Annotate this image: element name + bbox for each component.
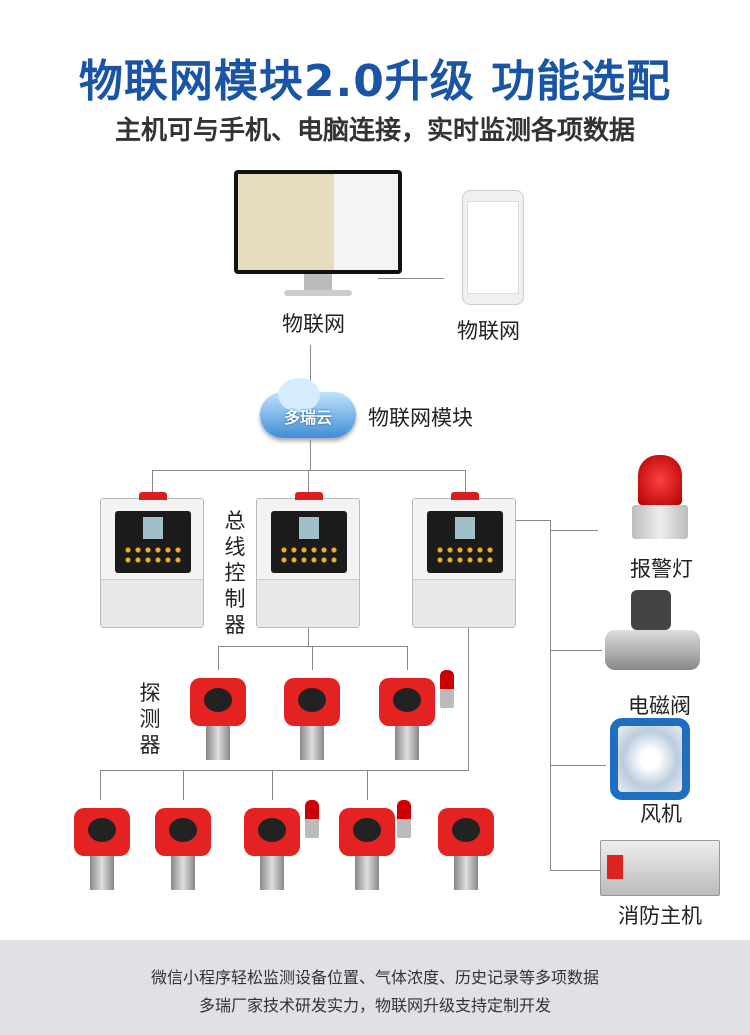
iot-module-label: 物联网模块 (368, 406, 473, 430)
detector-alarm-light-icon (440, 670, 454, 708)
phone-label: 物联网 (457, 319, 520, 343)
bus-controller (256, 492, 360, 628)
output-label: 电磁阀 (628, 694, 691, 718)
footer-line-2: 多瑞厂家技术研发实力，物联网升级支持定制开发 (198, 996, 551, 1015)
computer-label: 物联网 (282, 312, 345, 336)
gas-detector (375, 670, 439, 762)
detector-label: 探测器 (139, 681, 161, 757)
bus-controller (100, 492, 204, 628)
page-subtitle: 主机可与手机、电脑连接，实时监测各项数据 (114, 116, 635, 146)
computer-monitor (234, 170, 402, 300)
output-label: 报警灯 (630, 557, 693, 581)
cloud-logo-text: 多瑞云 (283, 408, 332, 427)
fan-icon (610, 718, 690, 800)
detector-alarm-light-icon (305, 800, 319, 838)
alarm-light-icon (632, 455, 688, 540)
gas-detector (280, 670, 344, 762)
cloud-icon: 多瑞云 (260, 378, 356, 438)
gas-detector (70, 800, 134, 892)
detector-alarm-light-icon (397, 800, 411, 838)
output-label: 消防主机 (618, 904, 702, 928)
bus-controller-label: 总线控制器 (224, 509, 246, 637)
gas-detector (240, 800, 304, 892)
page-title: 物联网模块2.0升级 功能选配 (78, 56, 672, 107)
gas-detector (186, 670, 250, 762)
output-label: 风机 (640, 802, 682, 826)
bus-controller (412, 492, 516, 628)
footer-banner: 微信小程序轻松监测设备位置、气体浓度、历史记录等多项数据 多瑞厂家技术研发实力，… (0, 940, 750, 1035)
fire-control-host-icon (600, 840, 720, 896)
gas-detector (434, 800, 498, 892)
gas-detector (335, 800, 399, 892)
footer-line-1: 微信小程序轻松监测设备位置、气体浓度、历史记录等多项数据 (150, 968, 599, 987)
mobile-phone (462, 190, 524, 305)
solenoid-valve-icon (605, 590, 700, 680)
gas-detector (151, 800, 215, 892)
